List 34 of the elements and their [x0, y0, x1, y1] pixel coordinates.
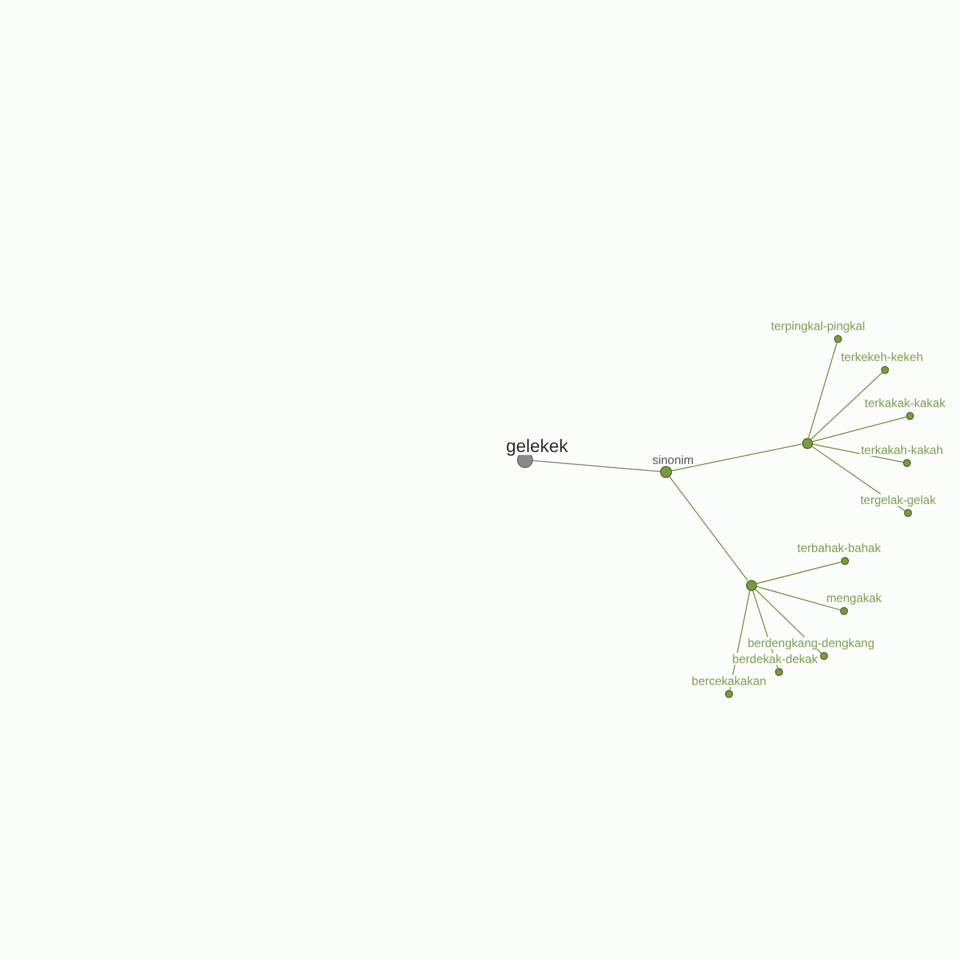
node-label: mengakak — [825, 592, 883, 604]
connector-line — [810, 372, 883, 440]
node-label: terkakah-kakah — [860, 444, 944, 456]
node-dot-icon — [834, 335, 842, 343]
node-label: terkakak-kakak — [864, 397, 946, 409]
node-dot-icon — [746, 580, 756, 590]
node-label: sinonim — [651, 454, 695, 466]
node-label: terpingkal-pingkal — [770, 320, 866, 332]
node-label: terbahak-bahak — [796, 542, 882, 554]
connector-line — [756, 586, 841, 610]
connector-line — [808, 342, 838, 438]
node-dot-icon — [903, 459, 911, 467]
node-dot-icon — [725, 690, 733, 698]
connector-line — [669, 476, 748, 582]
node-dot-icon — [906, 412, 914, 420]
node-label: tergelak-gelak — [859, 494, 937, 506]
node-dot-icon — [660, 466, 672, 478]
node-label: terkekeh-kekeh — [840, 351, 924, 363]
node-dot-icon — [802, 438, 812, 448]
connector-line — [671, 444, 802, 472]
connector-line — [532, 460, 661, 472]
node-dot-icon — [840, 607, 848, 615]
node-dot-icon — [881, 366, 889, 374]
node-label: berdengkang-dengkang — [746, 637, 876, 649]
node-label: gelekek — [504, 437, 570, 455]
connector-line — [756, 562, 842, 584]
node-label: bercekakakan — [690, 675, 768, 687]
node-dot-icon — [841, 557, 849, 565]
node-dot-icon — [904, 509, 912, 517]
connector-line — [812, 416, 907, 442]
node-dot-icon — [820, 652, 828, 660]
node-label: berdekak-dekak — [731, 653, 819, 665]
node-dot-icon — [775, 668, 783, 676]
connector-line — [812, 444, 904, 463]
